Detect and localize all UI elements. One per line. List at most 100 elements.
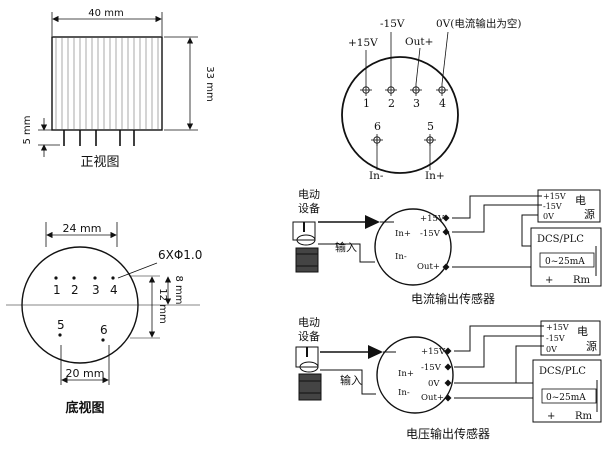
supply-0v: 0V [543, 212, 554, 221]
voltage-output-diagram: 电动 设备 输入 In+ In- +15V -15V 0V Out+ +15V … [295, 316, 602, 441]
sensor-pos15: +15V [420, 214, 445, 224]
wire-0v [521, 214, 538, 247]
bottom-dim: 20 mm [66, 367, 105, 380]
equipment-label-line1: 电动 [298, 188, 320, 201]
pin-layout-diagram: -15V +15V Out+ 0V(电流输出为空) 1 2 3 4 6 5 In- In+ [341, 17, 521, 182]
equipment-label-line2: 设备 [298, 201, 320, 215]
label-neg15: -15V [380, 18, 405, 30]
label-zero: 0V(电流输出为空) [436, 17, 521, 30]
component-body [51, 36, 163, 131]
wire-neg15 [454, 335, 544, 368]
terminal-node [444, 394, 452, 402]
pin-number: 4 [110, 283, 118, 297]
signal-arrow [365, 215, 380, 229]
signal-arrow [368, 345, 383, 359]
equipment-motor-outline [295, 247, 319, 273]
front-view-caption: 正视图 [80, 155, 119, 170]
wire-pos15 [452, 195, 542, 219]
bottom-view-caption: 底视图 [65, 400, 104, 416]
supply-neg15: -15V [546, 334, 565, 343]
pin-layout-circle [341, 56, 459, 174]
sensor-in-minus: In- [395, 252, 407, 262]
supply-pos15: +15V [543, 192, 566, 201]
range-label: 0~25mA [545, 257, 585, 267]
supply-pos15: +15V [546, 323, 569, 332]
sensor-in-plus: In+ [395, 229, 411, 239]
hole-spec: 6XΦ1.0 [158, 248, 202, 262]
plus-label: + [545, 275, 553, 286]
range-label: 0~25mA [546, 393, 586, 403]
equipment-motor [299, 374, 321, 400]
pin-number: 1 [363, 97, 370, 110]
input-return-wire [320, 369, 376, 395]
range-box [539, 252, 595, 268]
equipment-clamp [296, 234, 316, 246]
pin-number: 1 [53, 283, 61, 297]
pin-number: 6 [100, 323, 108, 337]
sensor-0v: 0V [428, 379, 440, 389]
terminal-node [442, 214, 450, 222]
sensor-out: Out+ [421, 393, 444, 403]
leader-out [415, 47, 421, 85]
pin-hole [93, 276, 97, 280]
pin-number: 3 [92, 283, 100, 297]
vdim-upper: 8 mm [173, 275, 184, 304]
dcs-label: DCS/PLC [537, 234, 584, 245]
pin-number: 5 [427, 120, 434, 133]
equipment-label-line2: 设备 [298, 329, 320, 343]
pin-number: 4 [439, 97, 446, 110]
voltage-sensor-circle [376, 336, 454, 414]
label-in-minus: In- [369, 170, 384, 182]
input-label: 输入 [340, 373, 362, 387]
pin-number: 6 [374, 120, 381, 133]
body-ribs [55, 38, 159, 129]
equipment-label-line1: 电动 [298, 316, 320, 329]
wire-neg15 [452, 204, 542, 233]
terminal-node [442, 228, 450, 236]
front-pins [63, 130, 135, 146]
power-supply-box [537, 189, 601, 223]
rm-label: Rm [575, 411, 593, 422]
sensor-neg15: -15V [421, 363, 442, 373]
vdim-lower: 12 mm [157, 288, 168, 323]
pin-hole [54, 276, 58, 280]
wire-0v [454, 345, 544, 384]
label-pos15: +15V [348, 37, 378, 49]
supply-name-1: 电 [577, 325, 588, 338]
pin-hole [72, 276, 76, 280]
label-out: Out+ [405, 36, 433, 48]
supply-neg15: -15V [543, 202, 562, 211]
sensor-terminals [444, 347, 452, 402]
supply-name-2: 源 [584, 207, 595, 221]
rm-label: Rm [573, 275, 591, 286]
supply-0v: 0V [546, 345, 557, 354]
pin-number: 2 [388, 97, 395, 110]
terminal-node [444, 379, 452, 387]
equipment-motor [296, 248, 318, 272]
voltage-diagram-caption: 电压输出传感器 [406, 426, 490, 441]
current-output-diagram: 电动 设备 输入 In+ In- +15V -15V Out+ +15V -1 [292, 188, 602, 306]
pin-number: 3 [413, 97, 420, 110]
plus-label: + [547, 411, 555, 422]
sensor-out: Out+ [417, 262, 440, 272]
terminal-node [444, 347, 452, 355]
dcs-plc-box [532, 359, 602, 423]
input-label: 输入 [335, 240, 357, 254]
pin-number: 5 [57, 318, 65, 332]
supply-name-2: 源 [586, 339, 597, 353]
input-return-wire [318, 243, 375, 263]
sensor-neg15: -15V [420, 229, 441, 239]
terminal-node [444, 363, 452, 371]
current-diagram-caption: 电流输出传感器 [411, 291, 495, 306]
sensor-in-plus: In+ [398, 369, 414, 379]
pin-number: 2 [71, 283, 79, 297]
front-pin-dim: 5 mm [22, 115, 33, 144]
label-in-plus: In+ [425, 170, 445, 182]
pin-hole [101, 338, 105, 342]
equipment-motor-outline [298, 373, 322, 401]
dcs-plc-box [530, 227, 602, 287]
